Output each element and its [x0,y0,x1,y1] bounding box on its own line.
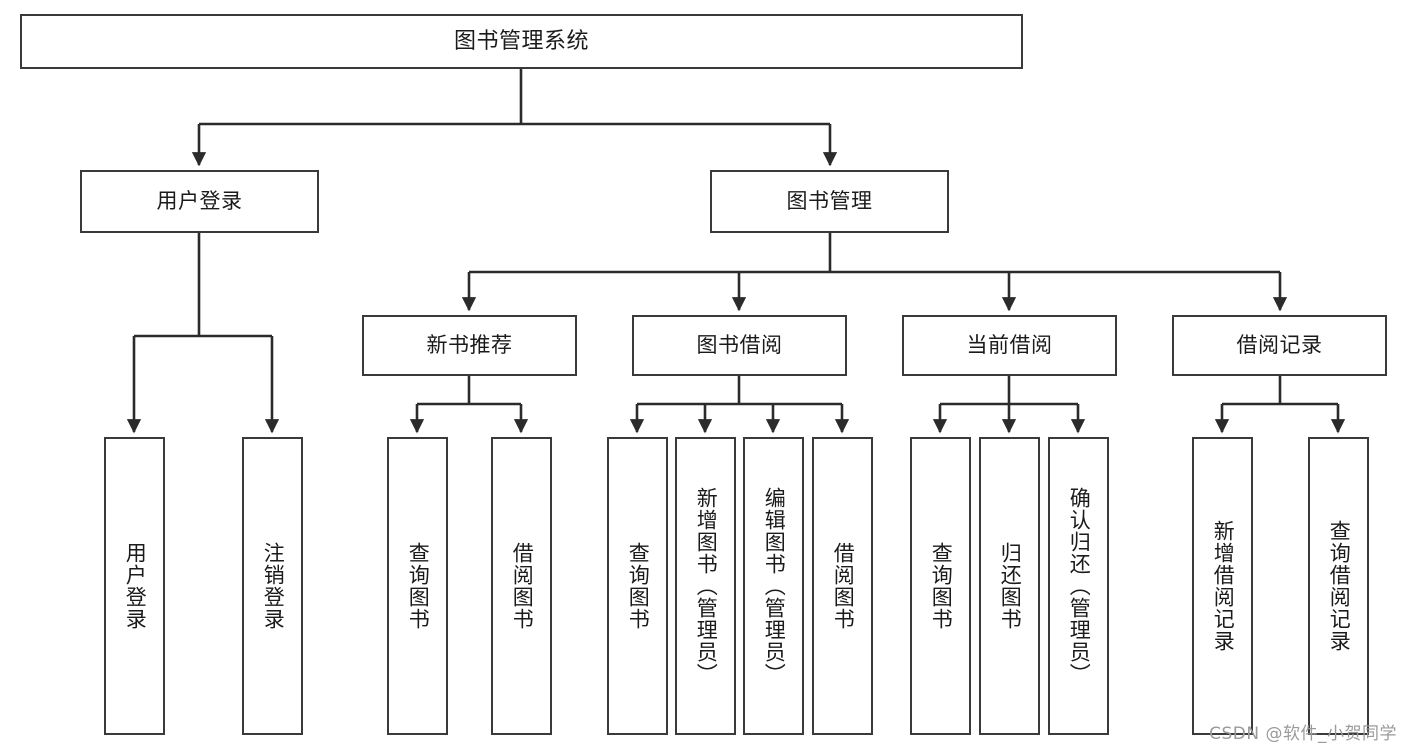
node-label: 借阅记录 [1236,333,1323,358]
leaf-add-book-admin[interactable]: 新增图书（管理员） [675,437,736,735]
node-label: 新书推荐 [426,333,513,358]
node-label: 确认归还（管理员） [1067,487,1092,685]
node-label: 当前借阅 [966,333,1053,358]
node-root-book-management-system[interactable]: 图书管理系统 [20,14,1023,69]
node-label: 新增借阅记录 [1211,520,1236,652]
node-label: 查询图书 [626,542,651,630]
leaf-borrow-book-newbook[interactable]: 借阅图书 [491,437,552,735]
leaf-add-borrow-record[interactable]: 新增借阅记录 [1192,437,1253,735]
leaf-query-book-current[interactable]: 查询图书 [910,437,971,735]
node-label: 借阅图书 [510,542,535,630]
node-label: 查询借阅记录 [1327,520,1352,652]
leaf-user-login[interactable]: 用户登录 [104,437,165,735]
leaf-logout[interactable]: 注销登录 [242,437,303,735]
leaf-borrow-book[interactable]: 借阅图书 [812,437,873,735]
node-label: 用户登录 [123,542,148,630]
node-label: 用户登录 [156,189,243,214]
node-label: 编辑图书（管理员） [762,487,787,685]
node-label: 新增图书（管理员） [694,487,719,685]
node-borrow-record[interactable]: 借阅记录 [1172,315,1387,376]
node-label: 注销登录 [261,542,286,630]
node-label: 借阅图书 [831,542,856,630]
leaf-query-borrow-record[interactable]: 查询借阅记录 [1308,437,1369,735]
leaf-query-book-newbook[interactable]: 查询图书 [387,437,448,735]
node-label: 查询图书 [406,542,431,630]
node-label: 图书借阅 [696,333,783,358]
node-current-borrow[interactable]: 当前借阅 [902,315,1117,376]
node-book-borrow[interactable]: 图书借阅 [632,315,847,376]
leaf-return-book[interactable]: 归还图书 [979,437,1040,735]
node-user-login[interactable]: 用户登录 [80,170,319,233]
leaf-edit-book-admin[interactable]: 编辑图书（管理员） [743,437,804,735]
node-label: 归还图书 [998,542,1023,630]
leaf-query-book-borrow[interactable]: 查询图书 [607,437,668,735]
node-label: 图书管理 [786,189,873,214]
leaf-confirm-return-admin[interactable]: 确认归还（管理员） [1048,437,1109,735]
node-book-management[interactable]: 图书管理 [710,170,949,233]
node-new-book-recommend[interactable]: 新书推荐 [362,315,577,376]
csdn-watermark: CSDN @软件_小贺同学 [1209,724,1397,744]
node-label: 查询图书 [929,542,954,630]
node-label: 图书管理系统 [453,28,589,54]
